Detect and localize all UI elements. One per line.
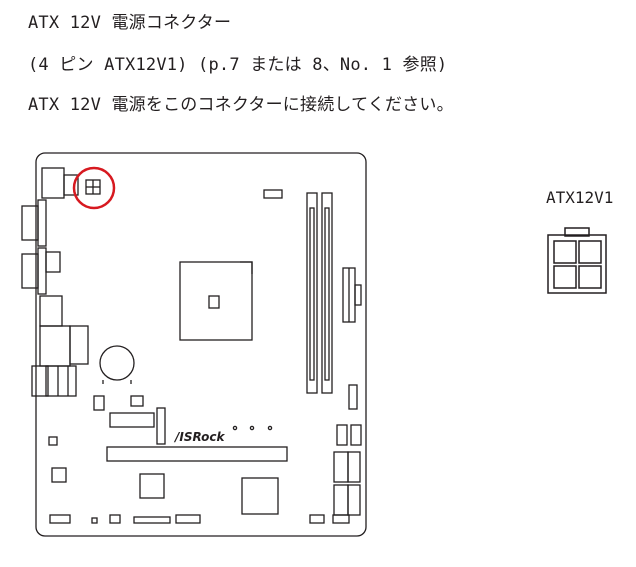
instruction-line: ATX 12V 電源をこのコネクターに接続してください。 xyxy=(28,95,454,115)
header-right-3 xyxy=(350,424,362,446)
io-port xyxy=(45,251,61,273)
cpu-socket-center xyxy=(208,295,220,309)
bottom-header xyxy=(49,514,71,524)
connector-label: ATX12V1 xyxy=(546,188,614,207)
chip-small xyxy=(48,436,58,446)
pcie-x16-slot xyxy=(106,446,288,462)
fan-header xyxy=(263,189,283,199)
pcie-x1-slot xyxy=(109,412,155,428)
reference-line: (4 ピン ATX12V1) (p.7 または 8、No. 1 参照) xyxy=(28,55,448,75)
io-port xyxy=(63,174,79,196)
audio-jacks xyxy=(45,365,77,397)
header-small xyxy=(93,395,105,411)
sata-port xyxy=(333,451,349,483)
lan-port-side xyxy=(69,325,89,365)
highlight-circle xyxy=(72,166,116,210)
sata-port xyxy=(333,484,349,516)
chip-small xyxy=(51,467,67,483)
chipset xyxy=(241,477,279,515)
audio-port xyxy=(31,365,49,397)
dimm-slot-1 xyxy=(306,192,318,394)
heading-line: ATX 12V 電源コネクター xyxy=(28,13,232,33)
brand-logo: /ISRock xyxy=(175,430,225,444)
usb-port xyxy=(39,295,63,327)
chip-small xyxy=(130,395,144,407)
vga-port-bracket xyxy=(37,199,47,247)
dvi-port-bracket xyxy=(37,247,47,295)
io-port xyxy=(41,167,65,199)
m2-slot xyxy=(156,407,166,445)
atx12v1-connector-detail xyxy=(547,227,607,294)
dimm-slot-2 xyxy=(321,192,333,394)
sata-port xyxy=(347,484,361,516)
header-right-2 xyxy=(336,424,348,446)
super-io-chip xyxy=(139,473,165,499)
board-outline xyxy=(35,152,367,537)
lan-port xyxy=(39,325,71,367)
header-right xyxy=(348,384,358,410)
cpu-socket xyxy=(179,261,253,341)
sata-port xyxy=(347,451,361,483)
cmos-battery xyxy=(99,345,135,381)
